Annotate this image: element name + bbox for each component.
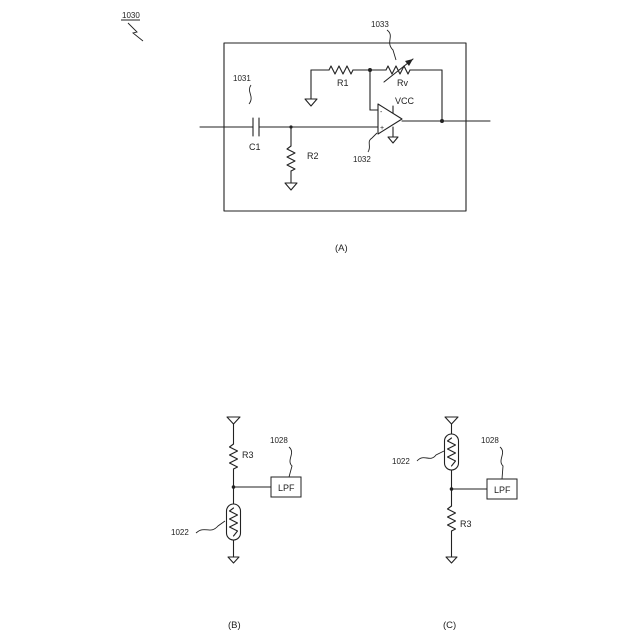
ground-icon: [446, 557, 457, 563]
lpf-ref-label: 1028: [270, 436, 288, 445]
caption-a: (A): [335, 243, 348, 254]
opamp-plus-sign: +: [380, 125, 384, 132]
lpf-label: LPF: [494, 485, 511, 495]
r1-label: R1: [337, 78, 349, 88]
figure-reference: 1030: [121, 11, 143, 41]
figure-ref-label: 1030: [122, 11, 140, 20]
ground-icon: [305, 99, 317, 106]
caption-c: (C): [443, 620, 456, 631]
thermistor-ref-label: 1022: [171, 528, 189, 537]
resistor-r3: [448, 506, 456, 531]
vcc-label: VCC: [395, 96, 415, 106]
supply-terminal-icon: [227, 417, 240, 424]
opamp-ref-leader: [368, 133, 377, 152]
panel-b: R3 LPF 1028 1022 (B): [171, 417, 301, 631]
lpf-ref-leader: [500, 447, 503, 479]
r2-label: R2: [307, 151, 319, 161]
ground-icon: [388, 137, 398, 143]
ground-icon: [285, 183, 297, 190]
supply-terminal-icon: [445, 417, 458, 424]
resistor-r2: [285, 127, 297, 190]
lpf-label: LPF: [278, 483, 295, 493]
ground-icon: [228, 557, 239, 563]
thermistor-ref-leader: [196, 521, 225, 533]
opamp-ref-label: 1032: [353, 155, 371, 164]
thermistor-ref-leader: [417, 451, 444, 461]
capacitor-ref-label: 1031: [233, 74, 251, 83]
panel-a: C1 1031 R2 R1: [200, 20, 490, 254]
figure-ref-arrow: [128, 23, 143, 41]
caption-b: (B): [228, 620, 241, 631]
capacitor-ref-leader: [249, 85, 251, 104]
junction-dot: [289, 125, 292, 128]
capacitor-c1: [253, 118, 259, 136]
opamp-minus-sign: -: [380, 109, 383, 116]
panel-c: 1022 LPF 1028 R3 (C): [392, 417, 517, 631]
lpf-ref-label: 1028: [481, 436, 499, 445]
r3-label: R3: [242, 450, 254, 460]
varistor-ref-label: 1033: [371, 20, 389, 29]
c1-label: C1: [249, 142, 261, 152]
rv-label: Rv: [397, 78, 408, 88]
varistor-ref-leader: [387, 30, 396, 60]
thermistor-ref-label: 1022: [392, 457, 410, 466]
r3-label: R3: [460, 519, 472, 529]
thermistor: [445, 434, 459, 470]
op-amp: [378, 104, 442, 143]
resistor-r3: [230, 444, 238, 469]
lpf-ref-leader: [289, 447, 292, 477]
thermistor: [227, 504, 241, 540]
